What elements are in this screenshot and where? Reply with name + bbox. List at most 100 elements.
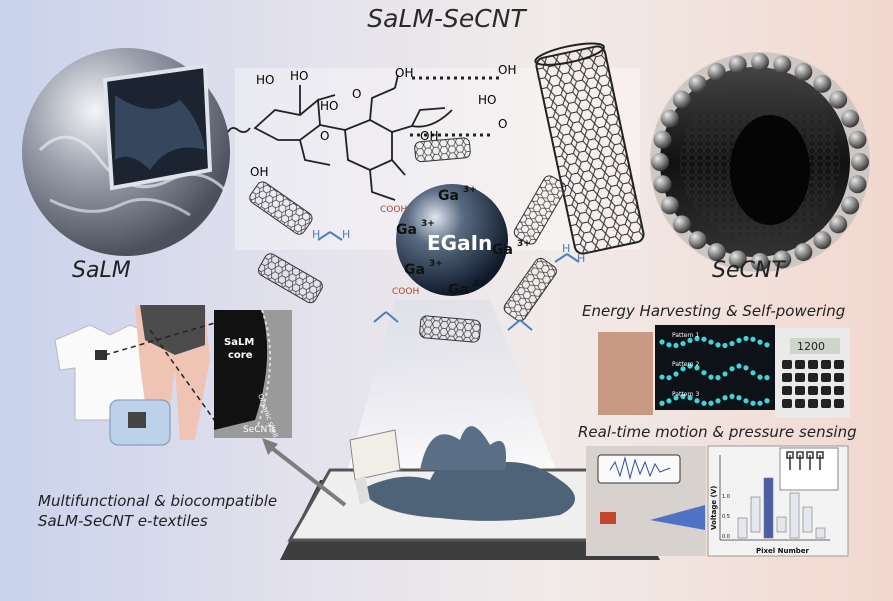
calculator-key	[782, 386, 792, 395]
realtime-sensing-label: Real-time motion & pressure sensing	[578, 423, 857, 441]
bar3d-tick-0: 0.0	[722, 534, 730, 540]
bar3d-tick-1: 0.5	[722, 514, 730, 520]
calculator-key	[808, 360, 818, 369]
tube-ball	[707, 62, 726, 81]
chem-o-3: O	[498, 117, 507, 131]
chem-oh-4: OH	[250, 165, 268, 179]
led-dot	[722, 342, 728, 349]
chem-oh-2: OH	[420, 129, 438, 143]
tube-ball	[688, 74, 707, 93]
pixel-sensor-inset	[779, 447, 839, 491]
ga-charge-5: 3+	[473, 279, 487, 289]
calculator-key	[821, 399, 831, 408]
bar3d-bar	[789, 492, 800, 539]
led-dot	[715, 398, 721, 404]
led-dot	[750, 370, 756, 376]
calculator-key	[808, 373, 818, 382]
salm-label: SaLM	[72, 258, 131, 283]
textile-caption-line1: Multifunctional & biocompatible	[38, 492, 278, 510]
chem-h-4: H	[577, 252, 585, 265]
calculator-key	[808, 386, 818, 395]
ga-charge-1: 3+	[463, 185, 477, 195]
led-dot	[694, 365, 700, 371]
chem-h-3: H	[562, 242, 570, 255]
sugar-acid-molecule	[227, 74, 453, 201]
sensing-photo	[586, 446, 706, 556]
tube-ball	[651, 153, 669, 171]
micrograph-core-1: SaLM	[224, 337, 254, 348]
bar3d-bar	[750, 496, 761, 533]
calculator-key	[821, 373, 831, 382]
led-dot	[736, 395, 742, 401]
led-dot	[757, 400, 763, 406]
egain-sphere	[396, 184, 508, 296]
secnt-label: SeCNT	[712, 258, 785, 283]
tube-ball	[660, 109, 679, 128]
tube-ball	[829, 215, 848, 234]
led-dot	[694, 335, 700, 342]
led-dot	[729, 366, 735, 372]
bar3d-bar	[737, 517, 748, 539]
small-cnt-bottom	[419, 315, 481, 343]
tube-ball	[653, 175, 672, 194]
tube-ball	[813, 74, 832, 93]
led-dot	[743, 335, 749, 342]
calculator-key	[795, 399, 805, 408]
led-dot	[750, 336, 756, 342]
led-dot	[708, 339, 714, 345]
chem-ho-4: HO	[478, 93, 496, 107]
led-dot	[722, 371, 728, 377]
calculator-key	[782, 373, 792, 382]
led-dot	[743, 365, 749, 371]
led-dot	[701, 336, 707, 342]
led-dot	[687, 363, 693, 369]
tube-ball	[848, 130, 867, 149]
ga-label-2: Ga	[396, 222, 417, 238]
tube-ball	[751, 53, 769, 71]
led-dot	[680, 393, 686, 400]
energy-harvesting-label: Energy Harvesting & Self-powering	[582, 302, 846, 320]
led-dot	[687, 395, 693, 401]
tube-ball	[751, 253, 769, 271]
ga-charge-3: 3+	[517, 239, 531, 249]
tube-ball	[794, 62, 813, 81]
chem-oh-1: OH	[395, 66, 413, 80]
calculator-key	[782, 360, 792, 369]
led-panel	[598, 325, 850, 418]
led-dot	[659, 374, 665, 380]
tube-ball	[848, 175, 867, 194]
led-dot	[666, 375, 672, 381]
led-dot	[666, 398, 672, 404]
figure-title: SaLM-SeCNT	[367, 4, 526, 33]
led-dots	[659, 335, 770, 406]
ga-label-3: Ga	[492, 242, 513, 258]
led-dot	[750, 400, 756, 406]
tube-ball	[728, 55, 747, 74]
led-dot	[694, 398, 700, 404]
small-cnt-upper-mid	[414, 137, 471, 163]
tube-ball	[813, 231, 832, 250]
led-dot	[757, 339, 763, 345]
projection-beam	[345, 300, 560, 480]
led-dot	[743, 398, 749, 404]
bar3d-bar	[802, 506, 813, 533]
tube-ball	[672, 215, 691, 234]
led-dot	[673, 395, 679, 401]
calculator-key	[834, 360, 844, 369]
led-dot	[680, 366, 686, 372]
led-dot	[729, 393, 735, 400]
ga-label-1: Ga	[438, 188, 459, 204]
tube-ball	[653, 130, 672, 149]
led-dot	[722, 395, 728, 401]
bar3d-bar	[815, 527, 826, 539]
calculator-key	[834, 399, 844, 408]
led-dot	[701, 370, 707, 376]
face-mask	[109, 399, 171, 446]
calculator-key	[834, 373, 844, 382]
ga-charge-2: 3+	[421, 219, 435, 229]
led-dot	[736, 363, 742, 369]
chem-ho-2: HO	[290, 69, 308, 83]
tube-ball	[794, 243, 813, 262]
